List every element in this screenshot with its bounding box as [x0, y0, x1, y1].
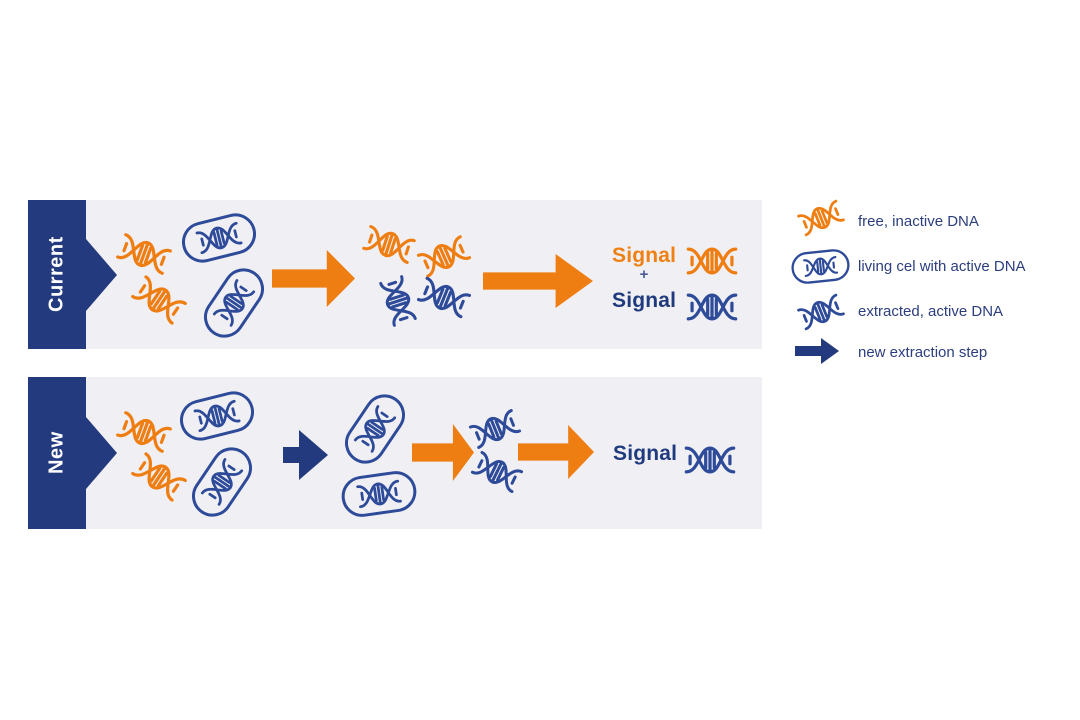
new-row-banner: New: [28, 377, 117, 529]
process-arrow-icon: [518, 425, 594, 479]
signal-dna-icon: [686, 247, 738, 275]
signal-dna-icon: [684, 446, 736, 474]
process-arrow-icon: [412, 424, 474, 481]
process-arrow-icon: [483, 254, 593, 308]
process-arrow-icon: [272, 250, 355, 307]
extracted-active-dna-icon: [796, 293, 846, 332]
plus-sign: +: [639, 266, 649, 283]
new-row-label: New: [45, 431, 68, 475]
signal-dna-icon: [686, 293, 738, 321]
signal-label-navy: Signal: [612, 289, 677, 312]
free-inactive-dna-icon: [796, 199, 846, 238]
legend-label: extracted, active DNA: [858, 303, 1004, 320]
new-extraction-arrow-icon: [795, 338, 839, 364]
current-row-banner: Current: [28, 200, 117, 349]
current-row-label: Current: [45, 236, 68, 313]
legend-label: new extraction step: [858, 344, 988, 361]
new-extraction-arrow-icon: [283, 428, 328, 482]
legend-label: free, inactive DNA: [858, 213, 979, 230]
living-cell-icon: [789, 247, 851, 286]
legend-label: living cel with active DNA: [858, 258, 1026, 275]
signal-label-navy: Signal: [613, 442, 678, 465]
signal-label-orange: Signal: [612, 244, 677, 267]
